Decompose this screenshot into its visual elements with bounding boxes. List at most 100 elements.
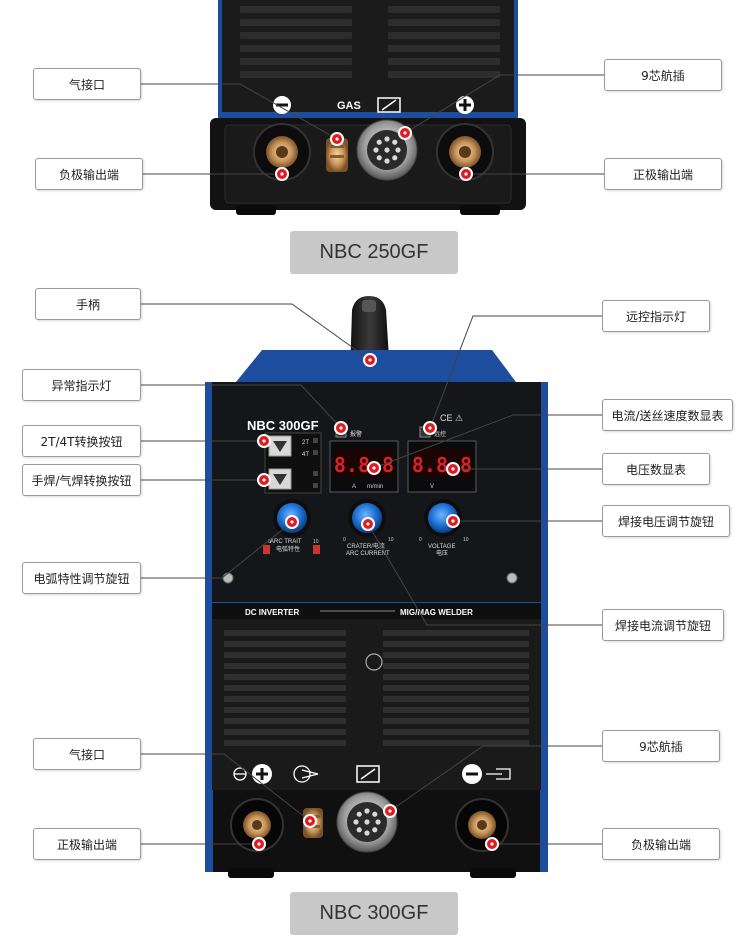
vent-slot [383, 630, 529, 636]
arc-knob-label: ARC TRAIT [270, 539, 302, 545]
label-bottom-positive-output: 正极输出端 [33, 828, 141, 860]
vent-slot [388, 71, 500, 78]
bottom-leader-lines [141, 303, 602, 845]
vent-slot [240, 71, 352, 78]
led-gas [313, 483, 318, 488]
top-negative-output-socket [253, 123, 311, 181]
connector-pin [364, 830, 370, 836]
label-bottom-nine-pin-socket: 9芯航插 [602, 730, 720, 762]
callout-marker-dot [290, 520, 294, 524]
arc-scale-min: 0 [268, 539, 271, 545]
voltage-knob-cn-label: 电压 [436, 549, 448, 557]
connector-pin [356, 827, 362, 833]
label-voltage-knob: 焊接电压调节旋钮 [602, 505, 730, 537]
label-top-gas-inlet: 气接口 [33, 68, 141, 100]
vent-slot [383, 641, 529, 647]
alarm-indicator-text: 报警 [350, 430, 362, 438]
vent-slot [224, 641, 346, 647]
voltage-scale-min: 0 [419, 537, 422, 543]
vent-slot [388, 32, 500, 39]
connector-pin [395, 147, 401, 153]
mig-mag-text: MIG/MAG WELDER [400, 608, 473, 617]
minus-icon [273, 96, 291, 114]
arc-knob-cn-label: 电弧特性 [276, 545, 300, 553]
vent-slot [240, 32, 352, 39]
vent-slot [240, 45, 352, 52]
gas-flow-icon [233, 767, 247, 781]
vent-slot [388, 19, 500, 26]
mode-2t-label: 2T [302, 440, 309, 446]
minus-icon [462, 764, 482, 784]
led-4t [313, 450, 318, 455]
vent-slot [224, 718, 346, 724]
vent-slot [383, 685, 529, 691]
remote-indicator-text: 远控 [434, 430, 446, 438]
bottom-unit-vents [224, 630, 529, 746]
gas-label: GAS [337, 100, 361, 112]
connector-pin [364, 819, 370, 825]
top-foot-right [460, 205, 500, 215]
vent-slot [383, 707, 529, 713]
vent-slot [224, 685, 346, 691]
model-name-300gf: NBC 300GF [290, 892, 458, 935]
callout-marker-dot [262, 439, 266, 443]
connector-pin [384, 147, 390, 153]
connector-pin [392, 139, 398, 145]
vent-slot [388, 6, 500, 13]
callout-marker-dot [262, 478, 266, 482]
vent-slot [224, 630, 346, 636]
vent-slot [240, 6, 352, 13]
top-leader-lines [141, 74, 604, 175]
voltage-scale-max: 10 [463, 537, 469, 543]
mode-4t-label: 4T [302, 452, 309, 458]
vent-slot [383, 718, 529, 724]
callout-marker-dot [339, 426, 343, 430]
bottom-foot-left [228, 868, 274, 878]
led-2t [313, 438, 318, 443]
arc-icon-right [313, 545, 320, 554]
bottom-unit: NBC 300GF 报警 远控 CE ⚠ 8.8.8 A m/min 8.8.8… [205, 296, 548, 878]
model-badge-text: NBC 300GF [247, 418, 319, 433]
label-voltage-display: 电压数显表 [602, 453, 710, 485]
bottom-nine-pin-socket [336, 791, 398, 853]
label-top-negative-output: 负极输出端 [35, 158, 143, 190]
vent-slot [383, 663, 529, 669]
unit-v-label: V [430, 484, 434, 490]
top-gas-inlet-fitting [326, 138, 348, 172]
connector-pin [373, 147, 379, 153]
bottom-positive-output-socket [230, 798, 284, 852]
connector-pin [372, 811, 378, 817]
ce-marks: CE ⚠ [440, 413, 463, 423]
label-arc-knob: 电弧特性调节旋钮 [22, 562, 141, 594]
connector-pin [356, 811, 362, 817]
plus-icon [456, 96, 474, 114]
callout-marker-dot [388, 809, 392, 813]
connector-pin [353, 819, 359, 825]
label-current-display: 电流/送丝速度数显表 [602, 399, 733, 431]
label-handle: 手柄 [35, 288, 141, 320]
connector-pin [384, 136, 390, 142]
vent-slot [383, 729, 529, 735]
label-bottom-negative-output: 负极输出端 [602, 828, 720, 860]
model-name-250gf: NBC 250GF [290, 231, 458, 274]
connector-pin [376, 139, 382, 145]
connector-pin [372, 827, 378, 833]
callout-marker-dot [451, 467, 455, 471]
vent-slot [383, 740, 529, 746]
bottom-unit-top-cover [236, 350, 516, 382]
connector-pin [375, 819, 381, 825]
connector-pin [364, 808, 370, 814]
led-manual [313, 471, 318, 476]
callout-marker-dot [257, 842, 261, 846]
label-top-positive-output: 正极输出端 [604, 158, 722, 190]
vent-slot [388, 58, 500, 65]
arc-icon-left [263, 545, 270, 554]
top-unit: GAS [210, 0, 526, 215]
label-top-nine-pin-socket: 9芯航插 [604, 59, 722, 91]
vent-slot [383, 674, 529, 680]
voltage-display-screen [414, 449, 470, 477]
callout-marker-dot [368, 358, 372, 362]
plus-icon [252, 764, 272, 784]
callout-marker-dot [490, 842, 494, 846]
